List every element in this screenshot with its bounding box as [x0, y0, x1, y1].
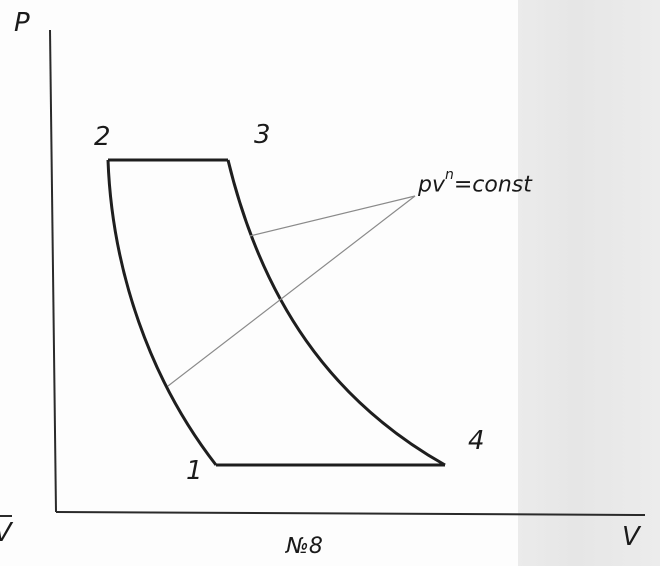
edge-left-label: V [0, 520, 12, 546]
point-label-1: 1 [186, 456, 203, 486]
x-axis-label: V [622, 522, 640, 552]
x-axis [55, 511, 646, 516]
leader-to-3-4 [249, 195, 416, 237]
point-label-4: 4 [468, 426, 485, 456]
leader-to-1-2 [167, 195, 416, 387]
polytrope-equation: pvn=const [418, 168, 532, 198]
equation-exponent: n [444, 167, 454, 183]
point-label-2: 2 [94, 122, 111, 152]
point-label-3: 3 [254, 120, 271, 150]
polytrope-3-4 [226, 159, 446, 467]
y-axis-label: P [14, 8, 30, 38]
scan-shadow-band [518, 0, 660, 566]
y-axis [49, 29, 57, 513]
equation-rest: =const [453, 172, 532, 198]
caption-number: №8 [286, 534, 323, 559]
polytrope-1-2 [106, 159, 218, 466]
equation-base: pv [418, 172, 445, 198]
